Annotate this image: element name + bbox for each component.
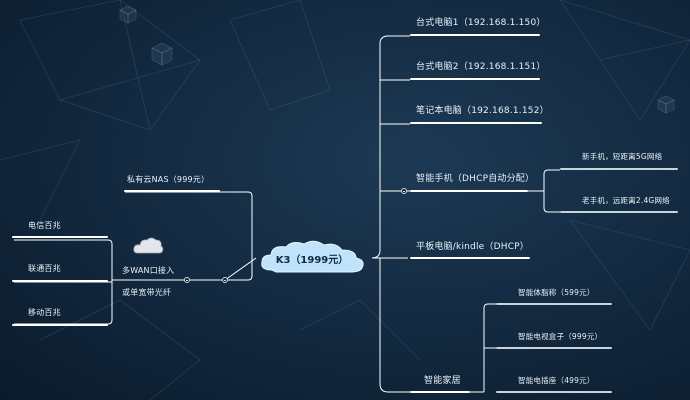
node-phone-old[interactable]: 老手机，远距离2.4G网络: [582, 196, 670, 205]
node-home-scale-underline: [496, 303, 612, 305]
node-wan-line1[interactable]: 多WAN口接入: [122, 266, 175, 275]
node-pc2-underline: [410, 78, 540, 80]
node-isp-telecom[interactable]: 电信百兆: [28, 221, 61, 230]
node-isp-mobile[interactable]: 移动百兆: [28, 308, 61, 317]
node-tablet[interactable]: 平板电脑/kindle（DHCP）: [416, 242, 530, 252]
node-home[interactable]: 智能家居: [424, 376, 461, 386]
node-pc1[interactable]: 台式电脑1（192.168.1.150）: [416, 18, 546, 28]
center-cloud-shape: [261, 240, 364, 273]
node-nas-underline: [124, 190, 220, 192]
cloud-icon: [133, 237, 164, 254]
node-home-plug[interactable]: 智能电插座（499元）: [518, 376, 595, 385]
node-home-underline: [410, 391, 470, 393]
center-label: K3（1999元）: [275, 255, 349, 266]
node-isp-mobile-underline: [12, 324, 108, 326]
node-pc2[interactable]: 台式电脑2（192.168.1.151）: [416, 62, 546, 72]
node-tablet-underline: [410, 257, 530, 259]
node-isp-unicom-underline: [12, 280, 108, 282]
collapse-toggle-phone[interactable]: [401, 188, 407, 194]
collapse-toggle-wan[interactable]: [184, 277, 190, 283]
node-laptop-underline: [410, 122, 542, 124]
node-phone-new[interactable]: 新手机，短距离5G网络: [582, 152, 663, 161]
node-isp-unicom[interactable]: 联通百兆: [28, 264, 61, 273]
center-node-k3[interactable]: K3（1999元）: [258, 240, 372, 276]
node-wan-line2[interactable]: 或单宽带光纤: [122, 288, 172, 297]
node-phone-underline: [410, 190, 528, 192]
node-nas[interactable]: 私有云NAS（999元）: [127, 175, 210, 184]
collapse-toggle-left[interactable]: [222, 277, 228, 283]
node-phone[interactable]: 智能手机（DHCP自动分配）: [416, 174, 535, 184]
node-pc1-underline: [410, 34, 540, 36]
link-center-left: [224, 257, 257, 281]
node-home-plug-underline: [496, 391, 612, 393]
node-laptop[interactable]: 笔记本电脑（192.168.1.152）: [416, 106, 549, 116]
node-home-scale[interactable]: 智能体脂称（599元）: [518, 288, 595, 297]
node-phone-new-underline: [560, 168, 678, 170]
node-home-tvbox[interactable]: 智能电视盒子（999元）: [518, 332, 603, 341]
node-isp-telecom-underline: [12, 236, 108, 238]
node-home-tvbox-underline: [496, 347, 612, 349]
node-phone-old-underline: [560, 211, 678, 213]
